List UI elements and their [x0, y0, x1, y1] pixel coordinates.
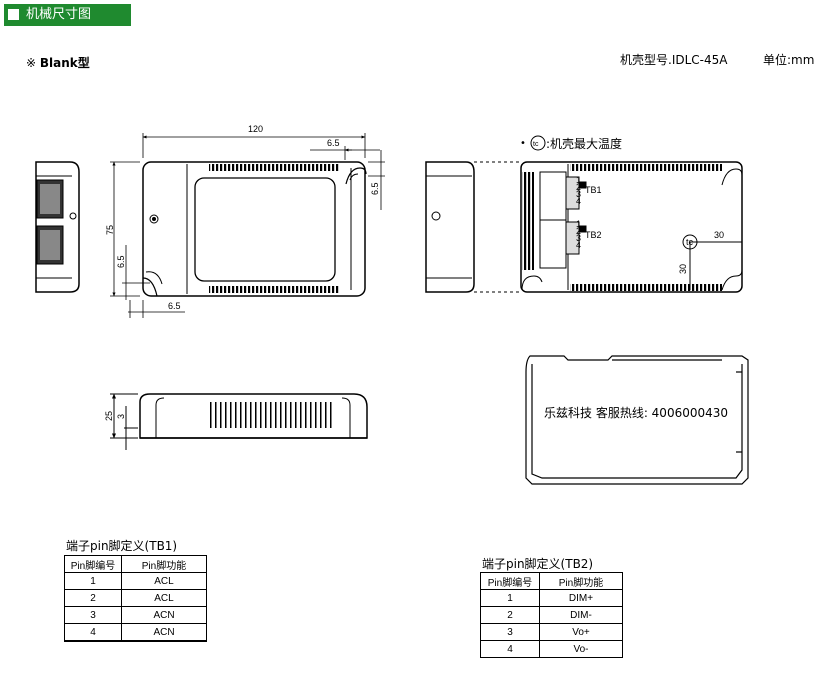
header-function: Pin脚功能 [539, 572, 623, 590]
dim-left-y: 6.5 [116, 255, 126, 268]
table-row: 1 ACL [64, 572, 207, 590]
tc-circle-icon [530, 135, 546, 151]
tb2-label: TB2 [585, 230, 602, 240]
function-cell: ACL [121, 589, 207, 607]
table-row: 2 ACL [64, 589, 207, 607]
reference-mark-icon: ※ [26, 56, 37, 70]
section-header: 机械尺寸图 [4, 4, 131, 26]
tb2-pin-2: 2 [576, 226, 581, 236]
tb1-title: 端子pin脚定义(TB1) [66, 539, 178, 553]
tb1-table: Pin脚编号 Pin脚功能 1 ACL 2 ACL 3 ACN 4 ACN [64, 555, 207, 642]
case-model: 机壳型号.IDLC-45A [620, 53, 728, 67]
dim-left-x: 6.5 [168, 301, 181, 311]
table-row: 4 ACN [64, 623, 207, 642]
header-function: Pin脚功能 [121, 555, 207, 573]
table-header: Pin脚编号 Pin脚功能 [64, 555, 207, 573]
top-view-dimensions [110, 133, 385, 318]
header-pin: Pin脚编号 [64, 555, 122, 573]
table-row: 3 Vo+ [480, 623, 623, 641]
dim-corner-x: 6.5 [327, 138, 340, 148]
pin-cell: 3 [480, 623, 540, 641]
table-row: 3 ACN [64, 606, 207, 624]
function-cell: Vo+ [539, 623, 623, 641]
header-pin: Pin脚编号 [480, 572, 540, 590]
function-cell: DIM+ [539, 589, 623, 607]
tb2-pin-3: 3 [576, 233, 581, 243]
tb1-pin-4: 4 [576, 196, 581, 206]
dim-corner-y: 6.5 [370, 182, 380, 195]
top-view [142, 161, 367, 297]
tc-legend-text: :机壳最大温度 [546, 136, 622, 151]
pin-cell: 3 [64, 606, 122, 624]
open-view [425, 161, 743, 293]
dim-tc-x: 30 [714, 230, 724, 240]
tb2-title: 端子pin脚定义(TB2) [482, 557, 594, 571]
tb1-pin-2: 2 [576, 182, 581, 192]
dim-base: 3 [116, 414, 126, 419]
base-plate [525, 355, 749, 485]
table-row: 2 DIM- [480, 606, 623, 624]
tb1-label: TB1 [585, 185, 602, 195]
end-view [35, 161, 80, 293]
function-cell: Vo- [539, 640, 623, 658]
tb1-pin-3: 3 [576, 189, 581, 199]
pin-cell: 4 [480, 640, 540, 658]
dim-width: 75 [105, 225, 115, 235]
dim-length: 120 [248, 124, 263, 134]
tb2-table: Pin脚编号 Pin脚功能 1 DIM+ 2 DIM- 3 Vo+ 4 Vo- [480, 572, 623, 658]
square-icon [8, 9, 19, 20]
dim-tc-y: 30 [678, 264, 688, 274]
pin-cell: 2 [480, 606, 540, 624]
function-cell: DIM- [539, 606, 623, 624]
tb1-pin-1: 1 [576, 175, 581, 185]
table-row: 1 DIM+ [480, 589, 623, 607]
unit-label: 单位:mm [763, 53, 815, 67]
pin-cell: 1 [480, 589, 540, 607]
tc-bullet: • [520, 138, 526, 149]
dim-height: 25 [104, 411, 114, 421]
tb2-pin-4: 4 [576, 240, 581, 250]
pin-cell: 4 [64, 623, 122, 642]
section-title: 机械尺寸图 [26, 7, 92, 22]
function-cell: ACN [121, 623, 207, 642]
table-header: Pin脚编号 Pin脚功能 [480, 572, 623, 590]
function-cell: ACN [121, 606, 207, 624]
model-note: ※ Blank型 [26, 54, 90, 71]
function-cell: ACL [121, 572, 207, 590]
pin-cell: 2 [64, 589, 122, 607]
promo-text: 乐兹科技 客服热线: 4006000430 [544, 406, 729, 420]
tc-marker-label: tc [686, 237, 694, 247]
table-row: 4 Vo- [480, 640, 623, 658]
pin-cell: 1 [64, 572, 122, 590]
side-view [110, 393, 368, 450]
model-note-text: Blank型 [39, 56, 90, 70]
tc-symbol: tc [533, 141, 539, 148]
tb2-pin-1: 1 [576, 219, 581, 229]
